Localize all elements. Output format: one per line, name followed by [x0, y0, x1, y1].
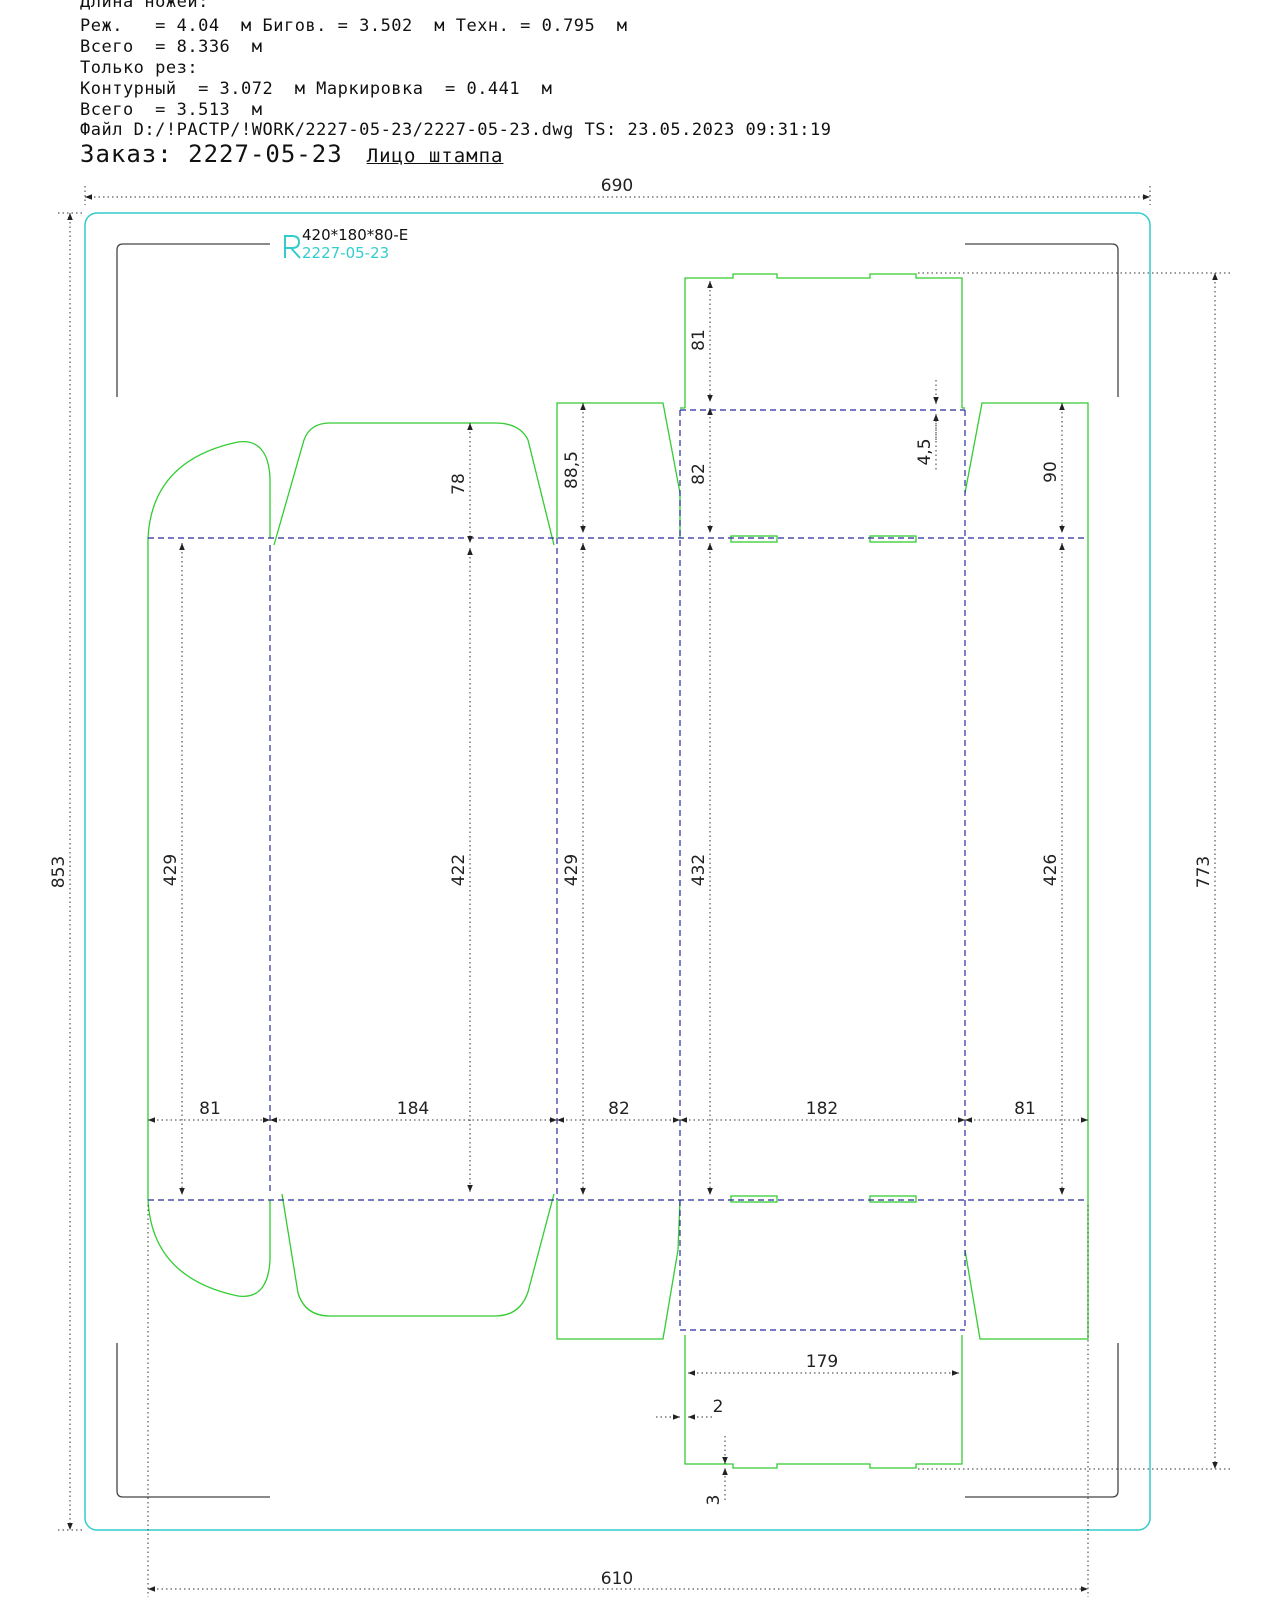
order-line: Заказ: 2227-05-23 Лицо штампа [80, 140, 503, 168]
dim-dust-flap-90: 90 [1041, 461, 1061, 483]
knife-length-title: Длина ножей: [80, 0, 209, 12]
left-top-flap [147, 441, 271, 539]
dimension-lines [58, 186, 1230, 1597]
dim-height-429-mid: 429 [562, 854, 582, 886]
dim-overall-width: 690 [601, 176, 633, 196]
dim-top-panel-82: 82 [689, 463, 709, 485]
order-label: Заказ: 2227-05-23 [80, 140, 343, 168]
dim-tuck-78: 78 [449, 473, 469, 495]
left-bottom-flap [147, 1199, 271, 1297]
knife-length-total: Всего = 8.336 м [80, 37, 263, 57]
dim-blank-width: 610 [601, 1569, 633, 1589]
dim-flap-81-top: 81 [689, 329, 709, 351]
dim-height-429-left: 429 [161, 854, 181, 886]
dim-width-81-left: 81 [199, 1099, 221, 1119]
dim-height-422: 422 [449, 854, 469, 886]
bottom-tuck-flap [281, 1193, 555, 1317]
dim-offset-2: 2 [713, 1397, 724, 1417]
stamp-logo-icon [284, 235, 301, 259]
crease-lines [148, 409, 1088, 1331]
stamp-size: 420*180*80-E [302, 226, 408, 244]
corner-brackets [116, 243, 1119, 1498]
cut-only-title: Только рез: [80, 58, 199, 78]
dim-overall-height: 853 [49, 856, 69, 888]
dim-width-81-right: 81 [1014, 1099, 1036, 1119]
stamp-code: 2227-05-23 [302, 244, 389, 262]
dim-width-182: 182 [806, 1099, 838, 1119]
cut-lines [147, 273, 1089, 1469]
dim-height-432: 432 [689, 854, 709, 886]
contour-marking-length: Контурный = 3.072 м Маркировка = 0.441 м [80, 79, 553, 99]
board-outline [84, 212, 1151, 1531]
right-bottom-flap [964, 1200, 1089, 1340]
top-tuck-flap [273, 422, 555, 546]
dim-width-179: 179 [806, 1352, 838, 1372]
dimension-labels: 690 853 773 610 81 4,5 82 90 88,5 78 429… [49, 176, 1214, 1589]
face-label: Лицо штампа [366, 145, 504, 167]
knife-length-cut-crease: Реж. = 4.04 м Бигов. = 3.502 м Техн. = 0… [80, 16, 628, 36]
stamp-label: 420*180*80-E 2227-05-23 [284, 226, 408, 262]
file-path: Файл D:/!РАСТР/!WORK/2227-05-23/2227-05-… [80, 120, 832, 140]
dim-tuck-depth: 4,5 [915, 438, 935, 465]
cut-only-total: Всего = 3.513 м [80, 100, 263, 120]
mid-top-flap [556, 402, 681, 538]
dim-offset-3: 3 [704, 1495, 724, 1506]
dim-width-184: 184 [397, 1099, 429, 1119]
dim-height-426: 426 [1041, 854, 1061, 886]
dim-width-82: 82 [608, 1099, 630, 1119]
dim-blank-height: 773 [1194, 856, 1214, 888]
mid-bottom-flap [556, 1199, 681, 1340]
dim-flap-88-5: 88,5 [562, 451, 582, 489]
right-top-flap [964, 402, 1089, 538]
lid-top-tuck [684, 273, 963, 408]
